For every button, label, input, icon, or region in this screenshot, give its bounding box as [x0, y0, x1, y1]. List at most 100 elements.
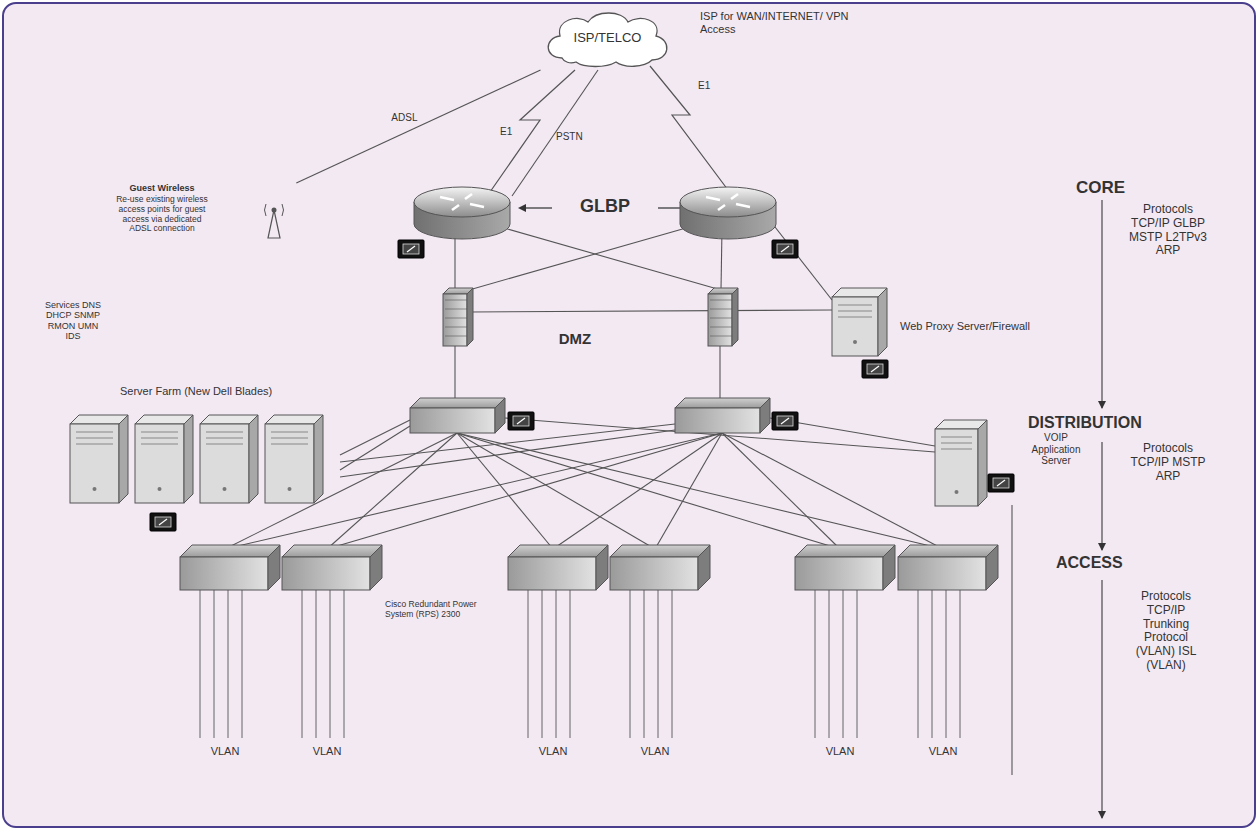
server-farm-node: Server Farm (New Dell Blades) — [62, 383, 352, 535]
uplink — [457, 433, 840, 549]
vlan-drop — [658, 590, 659, 738]
node-title: ISP/TELCO — [540, 31, 675, 46]
link-line — [340, 420, 410, 455]
server-slot — [141, 444, 178, 445]
voip-node: VOIP Application Server — [930, 418, 1090, 518]
server-slot — [206, 438, 243, 439]
antenna — [268, 210, 280, 238]
vlan-drop — [228, 590, 229, 738]
vlan-drop — [815, 590, 816, 738]
server-side — [119, 415, 128, 503]
monitor-screen — [777, 416, 793, 426]
access-switch-front — [282, 557, 370, 590]
monitor-glyph — [871, 366, 879, 372]
vlan-drop — [556, 590, 557, 738]
link-line — [340, 426, 410, 470]
monitor-icon — [772, 412, 798, 430]
server-slot — [76, 438, 113, 439]
vlan-drop — [242, 590, 243, 738]
router-arrow — [731, 194, 738, 199]
server-front — [265, 424, 314, 503]
e1-link — [650, 66, 728, 190]
pstn-link — [512, 70, 598, 196]
vlan-drop — [330, 590, 331, 738]
monitor-icon — [772, 240, 798, 258]
dist-switch-top — [410, 398, 505, 408]
cloud-node: ISP/TELCO — [540, 8, 675, 70]
access-switch-top — [610, 545, 710, 557]
firewall-side — [732, 288, 738, 346]
vlan-drop — [528, 590, 529, 738]
antenna-waves — [265, 204, 284, 216]
arrow-head — [1098, 811, 1106, 819]
node-title: Guest Wireless — [112, 183, 212, 193]
node-title: VOIP Application Server — [1025, 432, 1087, 467]
server-led — [93, 487, 97, 491]
server-slot — [941, 449, 972, 450]
voip-line — [1011, 505, 1012, 775]
diagram-label: DISTRIBUTION — [1028, 414, 1188, 432]
server-slot — [271, 438, 308, 439]
monitor-glyph — [159, 519, 167, 525]
server-front — [200, 424, 249, 503]
dist-switch-top — [675, 398, 770, 408]
adsl-link — [296, 70, 540, 183]
server-front — [832, 297, 878, 356]
edge-label: ADSL — [389, 112, 419, 123]
router-arrow — [452, 205, 459, 210]
server-slot — [271, 444, 308, 445]
link-line — [469, 310, 832, 312]
server-side — [184, 415, 193, 503]
server-side — [314, 415, 323, 503]
server-side — [978, 420, 987, 506]
monitor-icon — [988, 474, 1014, 492]
vlan-drop — [946, 590, 947, 738]
access-switch-side — [986, 545, 998, 590]
vlan-drop — [570, 590, 571, 738]
diagram-label: VLAN — [800, 745, 880, 758]
firewall-brick — [710, 327, 732, 328]
vlan-drop — [542, 590, 543, 738]
vlan-drop — [960, 590, 961, 738]
node-title: Server Farm (New Dell Blades) — [120, 385, 345, 398]
vlan-drop — [829, 590, 830, 738]
access-switch-front — [180, 557, 268, 590]
access-switch-front — [898, 557, 986, 590]
glbp-arrow — [522, 207, 552, 209]
firewall-front — [443, 294, 467, 346]
link-line — [340, 430, 675, 477]
arrow-head — [518, 204, 526, 212]
firewall-brick — [445, 300, 467, 301]
monitor-icon — [862, 360, 888, 378]
dist-switch-side — [760, 398, 770, 433]
diagram-label: Cisco Redundant Power System (RPS) 2300 — [385, 600, 497, 620]
access-switch-front — [610, 557, 698, 590]
layer-arrow — [1101, 580, 1102, 818]
link-line — [490, 224, 721, 290]
diagram-label: GLBP — [560, 196, 650, 217]
uplink — [327, 433, 722, 549]
arrow-head — [1098, 401, 1106, 409]
uplink — [722, 433, 840, 549]
server-side — [878, 288, 887, 356]
server-slot — [941, 443, 972, 444]
diagram-label: DMZ — [540, 330, 610, 347]
access-switch-side — [596, 545, 608, 590]
server-slot — [838, 311, 872, 312]
server-top — [70, 415, 128, 424]
server-led — [955, 490, 959, 494]
monitor-glyph — [781, 246, 789, 252]
diagram-label: E1 — [698, 80, 716, 92]
diagram-label: Protocols TCP/IP GLBP MSTP L2TPv3 ARP — [1128, 203, 1208, 258]
server-slot — [76, 432, 113, 433]
router-arrow — [718, 205, 725, 210]
server-slot — [141, 432, 178, 433]
firewall-brick — [710, 336, 732, 337]
vlan-drop — [344, 590, 345, 738]
monitor-screen — [993, 478, 1009, 488]
monitor-glyph — [517, 418, 525, 424]
server-slot — [141, 438, 178, 439]
diagram-label: VLAN — [185, 745, 265, 758]
monitor-glyph — [781, 418, 789, 424]
server-front — [70, 424, 119, 503]
